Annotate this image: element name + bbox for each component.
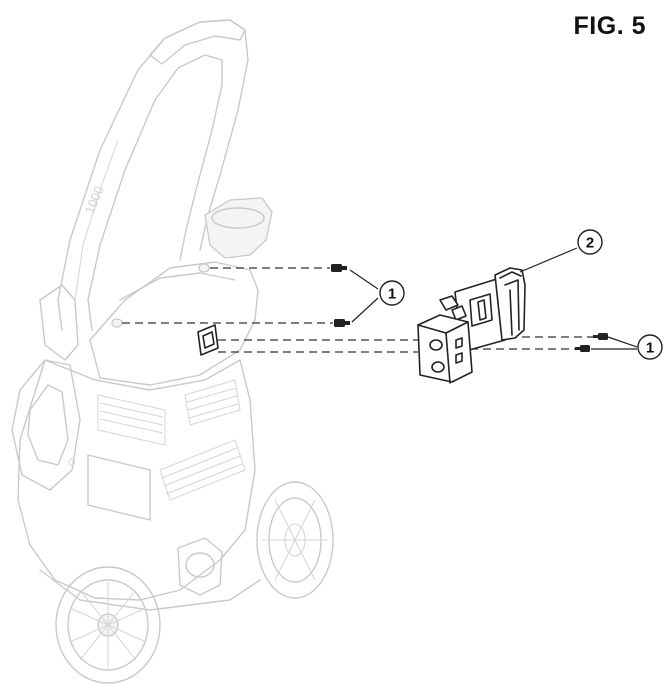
callout-2-number: 2 [586, 235, 594, 252]
pressure-washer-illustration: 1000 [11, 19, 334, 684]
screw-upper-left [331, 264, 347, 272]
callout-1-right-number: 1 [646, 340, 654, 357]
bracket [417, 267, 526, 384]
mounting-plate [197, 324, 219, 356]
callout-1-left: 1 [349, 269, 405, 323]
callout-2: 2 [519, 229, 603, 273]
screw-upper-right [593, 333, 608, 340]
screw-lower-left [334, 319, 350, 327]
figure-title: FIG. 5 [573, 12, 646, 40]
screw-lower-right [575, 345, 590, 352]
handle-marking: 1000 [82, 184, 107, 216]
callout-1-right: 1 [591, 334, 663, 360]
callout-1-left-number: 1 [388, 286, 396, 303]
